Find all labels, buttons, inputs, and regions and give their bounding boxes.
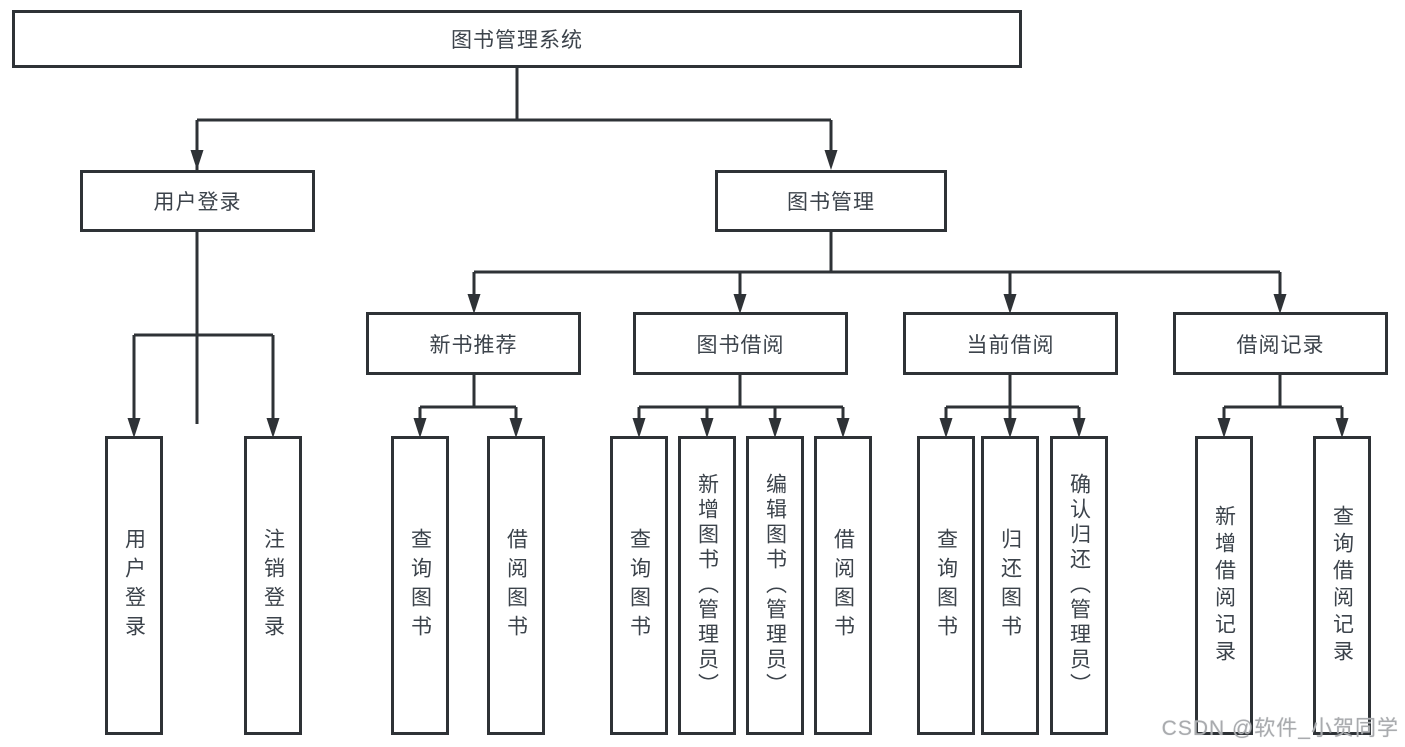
node-user-login: 用户登录: [80, 170, 315, 232]
leaf-query-books-recommend: 查询图书: [391, 436, 449, 735]
connector-root: [195, 68, 833, 424]
leaf-edit-books-admin: 编辑图书（管理员）: [746, 436, 804, 735]
watermark: CSDN @软件_小贺同学: [1161, 717, 1399, 740]
leaf-confirm-return-admin: 确认归还（管理员）: [1050, 436, 1108, 735]
node-borrow-records: 借阅记录: [1173, 312, 1388, 375]
connector-book-mgmt: [472, 232, 1282, 300]
leaf-user-login: 用户登录: [105, 436, 163, 735]
leaf-query-borrow-record: 查询借阅记录: [1313, 436, 1371, 735]
arrowheads: [127, 150, 1349, 438]
node-new-book-recommend: 新书推荐: [366, 312, 581, 375]
connector-new-book: [418, 375, 518, 424]
connector-current-borrow: [944, 375, 1081, 424]
node-book-management: 图书管理: [715, 170, 947, 232]
node-library-system: 图书管理系统: [12, 10, 1022, 68]
leaf-add-books-admin: 新增图书（管理员）: [678, 436, 736, 735]
node-current-borrow: 当前借阅: [903, 312, 1118, 375]
leaf-query-books-borrow: 查询图书: [610, 436, 668, 735]
connector-book-borrow: [637, 375, 845, 424]
connector-borrow-records: [1222, 375, 1344, 424]
leaf-return-books: 归还图书: [981, 436, 1039, 735]
leaf-borrow-books-recommend: 借阅图书: [487, 436, 545, 735]
node-book-borrow: 图书借阅: [633, 312, 848, 375]
connector-user-login: [132, 232, 275, 424]
leaf-borrow-books: 借阅图书: [814, 436, 872, 735]
leaf-logout: 注销登录: [244, 436, 302, 735]
leaf-query-books-current: 查询图书: [917, 436, 975, 735]
leaf-add-borrow-record: 新增借阅记录: [1195, 436, 1253, 735]
